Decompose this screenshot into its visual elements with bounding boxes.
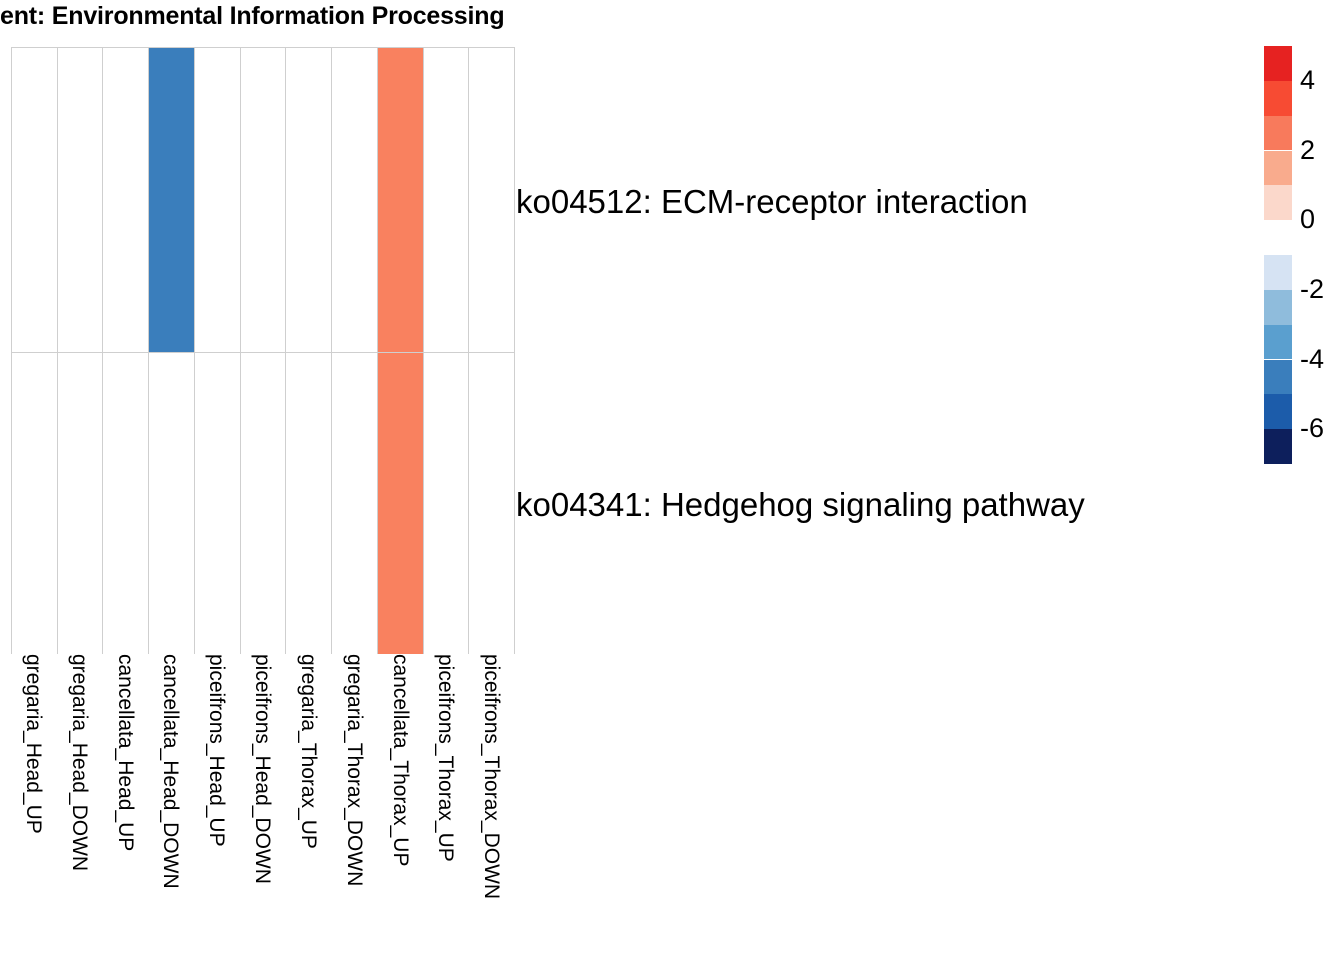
colorbar-tick-label: -4 (1300, 343, 1325, 374)
x-axis-tick-label: piceifrons_Thorax_UP (434, 654, 458, 862)
colorbar-tick-label: -2 (1300, 273, 1325, 304)
heatmap-cell (194, 48, 240, 352)
heatmap-cell (377, 48, 423, 352)
heatmap-cell (423, 353, 469, 654)
colorbar-tick-label: 4 (1300, 64, 1316, 95)
heatmap-grid (11, 47, 515, 654)
colorbar-band (1264, 324, 1292, 360)
y-axis-label-row-0: ko04512: ECM-receptor interaction (516, 183, 1028, 220)
colorbar-tick-label: 0 (1300, 204, 1316, 235)
heatmap-cell (286, 48, 332, 352)
colorbar-band (1264, 46, 1292, 81)
heatmap-cell (103, 48, 149, 352)
colorbar-band (1264, 429, 1292, 464)
colorbar-legend (1264, 46, 1292, 464)
colorbar-tick-label: -6 (1300, 413, 1325, 444)
heatmap-cell (469, 353, 514, 654)
x-axis-tick-label: piceifrons_Head_DOWN (251, 654, 275, 884)
colorbar-band (1264, 150, 1292, 186)
x-axis-tick-label: gregaria_Head_DOWN (67, 654, 91, 872)
x-axis-tick-label: cancellata_Head_DOWN (159, 654, 183, 889)
heatmap-cell (423, 48, 469, 352)
heatmap-cell (286, 353, 332, 654)
heatmap-cell (12, 48, 57, 352)
heatmap-cell (57, 48, 103, 352)
x-axis-tick-label: gregaria_Thorax_DOWN (342, 654, 366, 887)
heatmap-cell (194, 353, 240, 654)
heatmap-cell (332, 48, 377, 352)
x-axis-tick-label: gregaria_Thorax_UP (296, 654, 320, 849)
heatmap-cell (332, 353, 377, 654)
heatmap-cell (240, 48, 286, 352)
y-axis-label-row-1: ko04341: Hedgehog signaling pathway (516, 486, 1085, 523)
x-axis-tick-label: piceifrons_Head_UP (205, 654, 229, 847)
heatmap-cell (12, 353, 57, 654)
colorbar-band (1264, 185, 1292, 221)
colorbar-band (1264, 394, 1292, 430)
colorbar-band (1264, 359, 1292, 395)
heatmap-cell (57, 353, 103, 654)
colorbar-band (1264, 80, 1292, 116)
x-axis-tick-label: cancellata_Thorax_UP (388, 654, 412, 867)
heatmap-cell (377, 353, 423, 654)
colorbar-band (1264, 255, 1292, 290)
colorbar-tick-label: 2 (1300, 134, 1316, 165)
page-title: ment: Environmental Information Processi… (0, 2, 505, 30)
x-axis-tick-label: gregaria_Head_UP (21, 654, 45, 834)
heatmap-cell (103, 353, 149, 654)
colorbar-band (1264, 289, 1292, 325)
heatmap-cell (149, 353, 194, 654)
heatmap-cell (240, 353, 286, 654)
heatmap-cell (149, 48, 194, 352)
x-axis-tick-label: cancellata_Head_UP (113, 654, 137, 852)
x-axis-labels: gregaria_Head_UP gregaria_Head_DOWN cancel… (11, 654, 515, 960)
x-axis-tick-label: piceifrons_Thorax_DOWN (480, 654, 504, 900)
colorbar-band (1264, 115, 1292, 151)
heatmap-cell (469, 48, 514, 352)
